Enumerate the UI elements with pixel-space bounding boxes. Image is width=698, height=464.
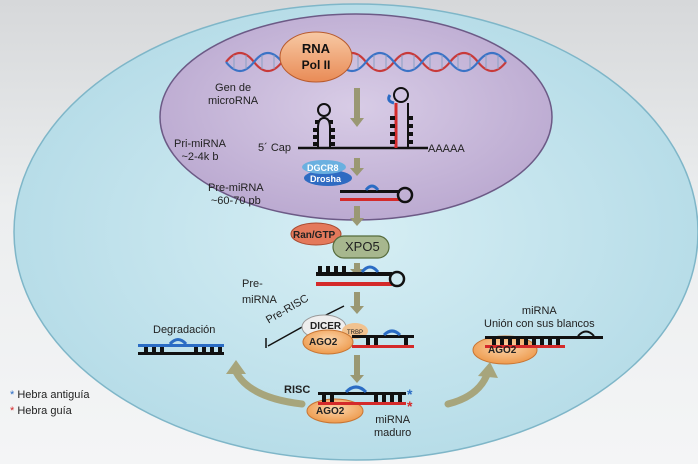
ran-gtp-icon [290, 222, 342, 246]
legend-guide-mark: * [10, 405, 15, 417]
mirna-targets-label: miRNA Unión con sus blancos [484, 305, 595, 330]
dgcr8-icon [302, 160, 346, 174]
ago2-target-label: AGO2 [488, 345, 517, 356]
ago2-pre-risc-label: AGO2 [309, 337, 338, 348]
degradation-label: Degradación [153, 324, 216, 336]
ago2-pre-risc-icon [302, 329, 354, 355]
gene-label: Gen de microRNA [208, 82, 259, 107]
ran-gtp-label: Ran/GTP [293, 230, 336, 241]
legend-guide-text: Hebra guía [17, 405, 72, 417]
drosha-icon [304, 170, 352, 186]
pre-risc-duplex [352, 329, 414, 348]
risc-duplex [318, 385, 406, 405]
risc-label: RISC [284, 384, 311, 396]
drosha-label: Drosha [310, 174, 342, 184]
pre-mirna-nucleus-label: Pre-miRNA ~60-70 pb [208, 182, 264, 207]
pol-ii-label: Pol II [301, 58, 331, 72]
degradation-duplex [138, 338, 224, 355]
legend-guide: * Hebra guía [10, 405, 72, 418]
legend-passenger: * Hebra antiguía [10, 389, 90, 402]
mature-mirna-label: miRNA maduro [374, 414, 412, 439]
pri-mirna-label: Pri-miRNA ~2-4k b [174, 138, 226, 163]
rna-pol-ii-icon [279, 31, 353, 83]
pre-mirna-cytoplasm-label: Pre- miRNA [242, 278, 277, 306]
polya-label: AAAAA [428, 143, 465, 155]
dgcr8-label: DGCR8 [307, 163, 339, 173]
dicer-label: DICER [310, 321, 342, 332]
passenger-strand-star: * [407, 386, 413, 402]
process-arrows [350, 88, 364, 383]
guide-strand-star: * [407, 398, 413, 414]
rna-label: RNA [301, 40, 331, 56]
arrow-to-degradation [232, 368, 306, 408]
legend-passenger-text: Hebra antiguía [17, 389, 90, 401]
xpo5-label: XPO5 [345, 239, 380, 254]
target-binding-duplex [485, 330, 603, 348]
ago2-risc-label: AGO2 [316, 406, 345, 417]
xpo5-icon [332, 235, 390, 259]
pri-mirna-transcript [298, 87, 428, 150]
pre-mirna-hairpin-cytoplasm [316, 265, 406, 288]
legend-passenger-mark: * [10, 389, 15, 401]
trbp-label: TRBP [347, 330, 364, 336]
cap-label: 5´ Cap [258, 142, 292, 154]
pre-mirna-hairpin-nucleus [340, 184, 414, 204]
